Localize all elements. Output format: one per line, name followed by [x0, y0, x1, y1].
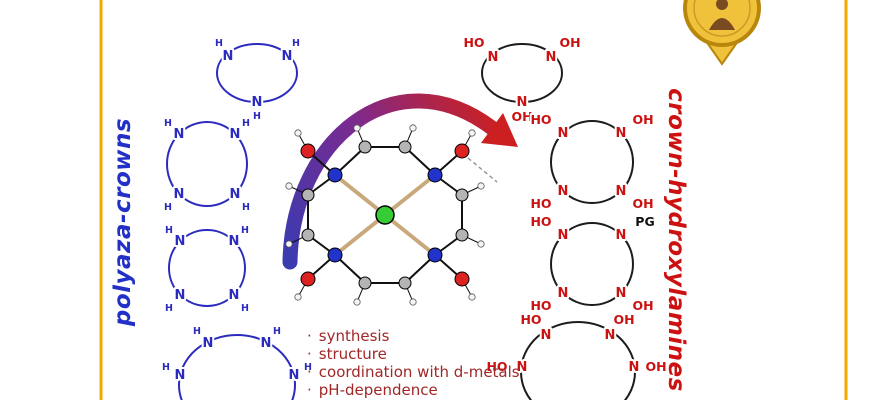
ho-label: HO: [530, 298, 551, 313]
structure-cyclam-hydroxylamine-pg: N HO N PG N HO N OH: [528, 212, 656, 315]
h-label: H: [253, 111, 261, 122]
arrow-head: [481, 113, 518, 147]
h-label: H: [242, 118, 250, 129]
polyaza-structures: N H N H N H N H N H N H N H: [161, 37, 314, 400]
h-label: H: [164, 202, 172, 213]
h-label: H: [304, 362, 312, 373]
n-label: N: [558, 286, 569, 301]
metal-nitrogen-bonds: [333, 173, 437, 257]
oh-label: OH: [632, 112, 653, 127]
crystal-structure: [285, 124, 498, 306]
n-label: N: [558, 228, 569, 243]
n-label: N: [517, 95, 528, 110]
badge-inner-ring: [693, 0, 751, 37]
n-label: N: [605, 328, 616, 343]
hydrogen-atoms: [285, 124, 485, 306]
n-label: N: [175, 368, 186, 383]
n-label: N: [229, 288, 240, 303]
n-label: N: [558, 126, 569, 141]
n-label: N: [517, 360, 528, 375]
h-label: H: [241, 225, 249, 236]
h-label: H: [162, 362, 170, 373]
list-item: ·pH-dependence: [307, 381, 438, 399]
n-label: N: [289, 368, 300, 383]
n-label: N: [252, 95, 263, 110]
journal-badge: [683, 0, 761, 66]
n-label: N: [230, 187, 241, 202]
n-label: N: [174, 187, 185, 202]
topics-list: ·synthesis ·structure ·coordination with…: [307, 327, 520, 399]
oh-label: OH: [559, 35, 580, 50]
n-label: N: [282, 49, 293, 64]
n-label: N: [174, 127, 185, 142]
ho-label: HO: [530, 214, 551, 229]
n-label: N: [223, 49, 234, 64]
oh-label: OH: [632, 196, 653, 211]
h-label: H: [165, 225, 173, 236]
n-label: N: [629, 360, 640, 375]
right-category-label: crown-hydroxylamines: [663, 88, 689, 392]
h-label: H: [215, 38, 223, 49]
structure-cyclen: N H N H N H N H: [164, 224, 251, 316]
carbon-atoms: [301, 140, 469, 290]
h-label: H: [164, 118, 172, 129]
structure-pentaazamacrocycle: N H N H N H N H: [161, 325, 314, 400]
n-label: N: [230, 127, 241, 142]
h-label: H: [165, 303, 173, 314]
oh-label: OH: [613, 312, 634, 327]
ho-label: HO: [530, 112, 551, 127]
oh-label: OH: [645, 359, 666, 374]
n-label: N: [488, 50, 499, 65]
ho-label: HO: [520, 312, 541, 327]
ho-label: HO: [463, 35, 484, 50]
n-label: N: [175, 288, 186, 303]
pg-label: PG: [635, 214, 654, 229]
structure-tacn-trihydroxylamine: N HO N OH N OH: [461, 33, 582, 126]
left-category-label: polyaza-crowns: [110, 118, 136, 327]
list-item: ·synthesis: [307, 327, 390, 345]
structure-triazacyclononane: N H N H N H: [214, 37, 302, 124]
structure-cyclam-tetrahydroxylamine: N HO N OH N HO N OH: [528, 110, 655, 213]
h-label: H: [292, 38, 300, 49]
transformation-arrow: [282, 93, 518, 270]
n-label: N: [175, 234, 186, 249]
n-label: N: [541, 328, 552, 343]
n-label: N: [616, 126, 627, 141]
arrow-shaft: [282, 93, 500, 270]
oxygen-atoms: [300, 143, 470, 287]
n-label: N: [229, 234, 240, 249]
h-label: H: [241, 303, 249, 314]
dashed-contact-line: [467, 157, 498, 183]
n-label: N: [261, 336, 272, 351]
n-label: N: [558, 184, 569, 199]
structure-cyclam: N H N H N H N H: [163, 117, 252, 215]
nitrogen-atoms: [327, 167, 443, 263]
n-label: N: [616, 228, 627, 243]
n-label: N: [546, 50, 557, 65]
hydroxylamine-structures: N HO N OH N OH N HO N OH N HO N OH: [461, 33, 669, 400]
n-label: N: [616, 184, 627, 199]
n-label: N: [616, 286, 627, 301]
h-label: H: [193, 326, 201, 337]
list-item: ·coordination with d-metals: [307, 363, 520, 381]
list-item: ·structure: [307, 345, 387, 363]
n-label: N: [203, 336, 214, 351]
ho-label: HO: [530, 196, 551, 211]
h-label: H: [242, 202, 250, 213]
ho-label: HO: [486, 359, 507, 374]
badge-emblem-icon: [709, 0, 735, 30]
metal-atom: [375, 205, 395, 225]
oh-label: OH: [511, 109, 532, 124]
h-label: H: [273, 326, 281, 337]
oh-label: OH: [632, 298, 653, 313]
structure-pentaaza-hydroxylamine: N HO N OH N HO N OH: [484, 310, 669, 400]
